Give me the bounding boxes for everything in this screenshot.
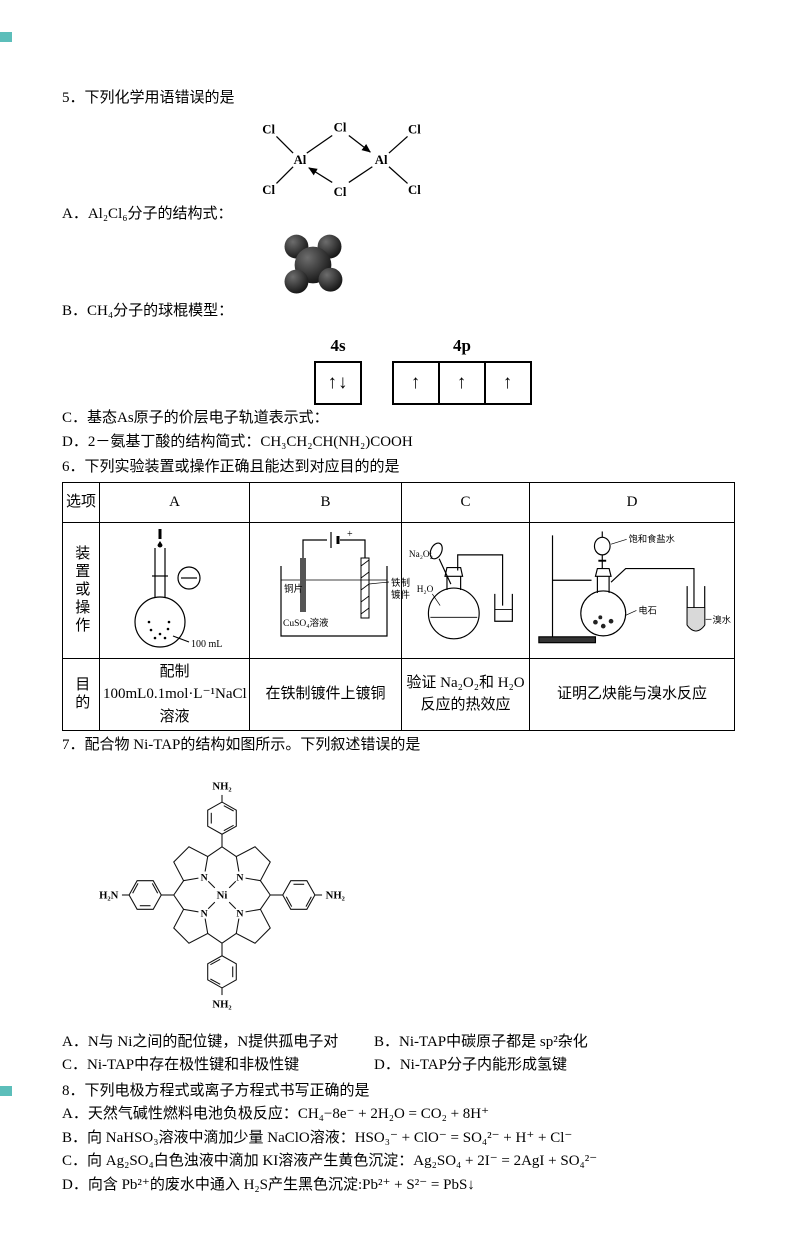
cl-atom-label: Cl [408, 122, 421, 136]
orbital-4p-label: 4p [453, 335, 471, 355]
nickel-mask [212, 884, 232, 905]
calcium-carbide-label: 电石 [638, 604, 657, 616]
amine-label-left: H₂N [99, 889, 119, 901]
q5-option-b: B．CH₄分子的球棍模型： [62, 303, 234, 319]
apparatus-d-cell: 饱和食盐水 电石 溴水 [529, 521, 735, 659]
saturated-brine-label: 饱和食盐水 [629, 533, 676, 545]
apparatus-a-volumetric-flask: 100 mL [133, 529, 222, 650]
copper-sheet-label: 铜片 [284, 583, 303, 595]
flask-volume-label: 100 mL [191, 639, 222, 650]
n-atom-label: N [201, 872, 208, 883]
orbital-4p-group: 4p ↑ ↑ ↑ [392, 333, 532, 405]
hydrogen-spheres-front [284, 267, 343, 294]
n-atom-label: N [236, 908, 243, 919]
q8-option-d: D．向含 Pb²⁺的废水中通入 H₂S产生黑色沉淀:Pb²⁺ + S²⁻ = P… [62, 1176, 475, 1193]
n-atom-label: N [201, 908, 208, 919]
question-8: 8．下列电极方程式或离子方程式书写正确的是 A．天然气碱性燃料电池负极反应：CH… [62, 1080, 734, 1197]
orbital-diagram: 4s ↑↓ 4p ↑ ↑ ↑ [314, 333, 734, 405]
amine-label-right: NH₂ [326, 889, 345, 901]
table-header-select: 选项 [62, 481, 100, 523]
apparatus-a-cell: 100 mL [99, 521, 250, 659]
na2o2-label: Na₂O₂ [409, 550, 433, 560]
table-header-c: C [401, 481, 530, 523]
q7-option-c: C．Ni-TAP中存在极性键和非极性键 [62, 1057, 300, 1073]
ch4-ball-stick-model [274, 231, 734, 299]
nitap-svg: N N N N Ni NH₂ NH₂ NH₂ H₂N [99, 780, 345, 1010]
orbital-4s-label: 4s [330, 335, 346, 355]
battery-plus-label: + [347, 529, 353, 540]
iron-electrode [360, 557, 370, 619]
flask-liquid-dots [147, 620, 170, 640]
amine-label-top: NH₂ [212, 780, 231, 792]
apparatus-b-cell: + 铜片 CuSO₄溶液 铁制 [249, 521, 411, 659]
orbital-4p-box: ↑ [392, 361, 440, 405]
cl-atom-label: Cl [334, 120, 347, 134]
purpose-d: 证明乙炔能与溴水反应 [529, 657, 735, 731]
q8-stem: 8．下列电极方程式或离子方程式书写正确的是 [62, 1082, 370, 1099]
row-label-apparatus: 装置或操作 [62, 521, 100, 659]
ch4-svg [284, 234, 343, 294]
q5-stem: 5．下列化学用语错误的是 [62, 90, 235, 106]
copper-electrode [300, 558, 306, 612]
q5-option-d: D．2－氨基丁酸的结构简式：CH₃CH₂CH(NH₂)COOH [62, 433, 413, 450]
table-header-a: A [99, 481, 250, 523]
cl-atom-label: Cl [262, 183, 275, 197]
q7-option-b: B．Ni-TAP中碳原子都是 sp²杂化 [374, 1033, 588, 1050]
experiment-table: 选项 A B C D 装置或操作 [62, 481, 735, 732]
table-header-d: D [529, 481, 735, 523]
al2cl6-structure-diagram: Al Al Cl Cl Cl Cl Cl Cl [244, 112, 734, 202]
q6-stem: 6．下列实验装置或操作正确且能达到对应目的的是 [62, 459, 400, 475]
apparatus-d-acetylene-bromine: 饱和食盐水 电石 溴水 [538, 531, 732, 644]
al2cl6-svg: Al Al Cl Cl Cl Cl Cl Cl [262, 120, 421, 199]
orbital-4s-group: 4s ↑↓ [314, 333, 362, 405]
q8-option-c: C．向 Ag₂SO₄白色浊液中滴加 KI溶液产生黄色沉淀：Ag₂SO₄ + 2I… [62, 1153, 598, 1169]
purpose-a: 配制 100mL0.1mol·L⁻¹NaCl溶液 [99, 657, 250, 731]
apparatus-c-cell: Na₂O₂ H₂O [401, 521, 530, 659]
bromine-water-liquid [686, 607, 706, 632]
q5-option-a: A．Al₂Cl₆分子的结构式： [62, 205, 233, 222]
scan-mark-top [0, 32, 12, 42]
q7-stem: 7．配合物 Ni-TAP的结构如图所示。下列叙述错误的是 [62, 737, 421, 753]
n-atom-label: N [236, 872, 243, 883]
table-header-b: B [249, 481, 402, 523]
question-6: 6．下列实验装置或操作正确且能达到对应目的的是 选项 A B C D 装置或操作 [62, 456, 735, 732]
cl-atom-label: Cl [408, 183, 421, 197]
h2o-label: H₂O [417, 585, 434, 595]
iron-piece-label-1: 铁制 [391, 577, 410, 589]
orbital-4p-box: ↑ [438, 361, 486, 405]
purpose-b: 在铁制镀件上镀铜 [249, 657, 402, 731]
row-label-purpose-text: 目的 [73, 676, 90, 713]
question-7: 7．配合物 Ni-TAP的结构如图所示。下列叙述错误的是 [62, 734, 734, 1077]
q7-option-d: D．Ni-TAP分子内能形成氢键 [374, 1057, 567, 1073]
cuso4-solution-label: CuSO₄溶液 [283, 617, 329, 629]
orbital-4s-box: ↑↓ [314, 361, 362, 405]
q5-option-c: C．基态As原子的价层电子轨道表示式： [62, 410, 329, 426]
cl-atom-label: Cl [334, 185, 347, 199]
row-label-purpose: 目的 [62, 657, 100, 731]
carbide-lumps [593, 615, 614, 629]
al-atom-label: Al [294, 152, 307, 166]
purpose-c: 验证 Na₂O₂和 H₂O反应的热效应 [401, 657, 530, 731]
nitrogen-atom-labels: N N N N [198, 870, 246, 919]
question-5: 5．下列化学用语错误的是 [62, 87, 734, 453]
apparatus-b-electroplating: + 铜片 CuSO₄溶液 铁制 [280, 529, 411, 637]
apparatus-c-na2o2-water: Na₂O₂ H₂O [409, 542, 513, 640]
nickel-atom-label: Ni [217, 889, 228, 901]
q7-option-a: A．N与 Ni之间的配位键，N提供孤电子对 [62, 1033, 339, 1050]
q8-option-b: B．向 NaHSO₃溶液中滴加少量 NaClO溶液：HSO₃⁻ + ClO⁻ =… [62, 1129, 573, 1146]
al-atom-label: Al [375, 152, 388, 166]
scan-mark-bottom [0, 1086, 12, 1096]
iron-piece-label-2: 镀件 [391, 589, 411, 601]
row-label-apparatus-text: 装置或操作 [73, 545, 90, 635]
bromine-water-label: 溴水 [713, 614, 732, 626]
nitap-structure-diagram: N N N N Ni NH₂ NH₂ NH₂ H₂N [88, 761, 734, 1029]
q8-option-a: A．天然气碱性燃料电池负极反应：CH₄−8e⁻ + 2H₂O = CO₂ + 8… [62, 1106, 490, 1122]
cl-atom-label: Cl [262, 122, 275, 136]
amine-label-bottom: NH₂ [212, 998, 231, 1010]
orbital-4p-box: ↑ [484, 361, 532, 405]
